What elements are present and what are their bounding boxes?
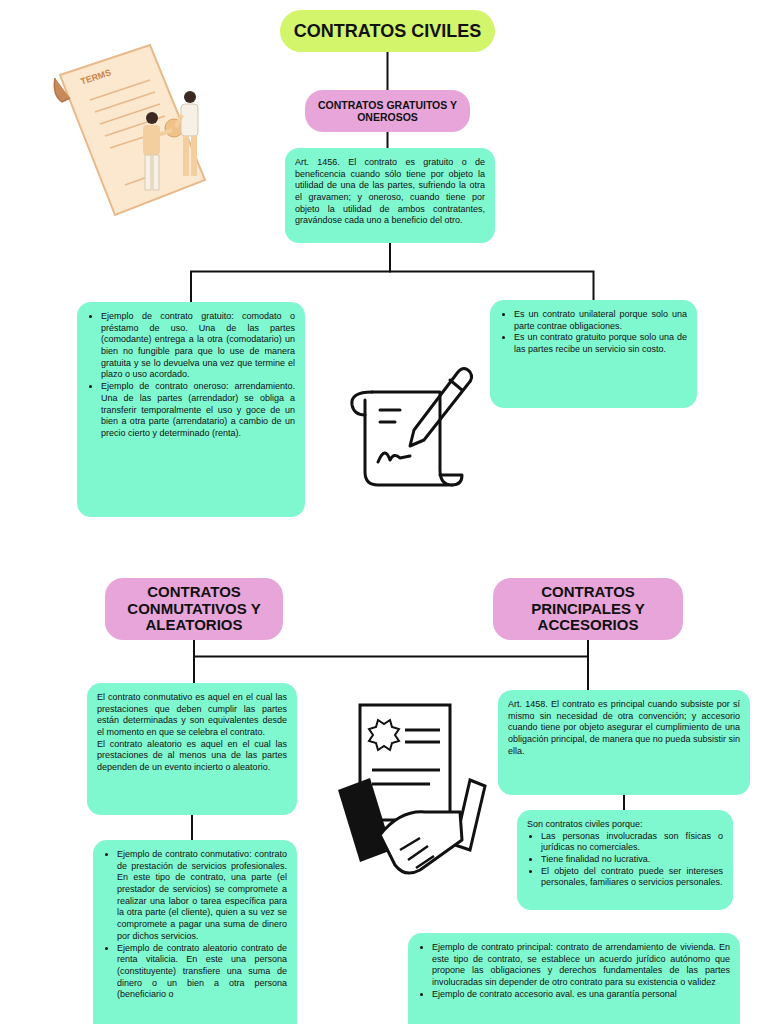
body-text: El objeto del contrato puede ser interes… <box>541 866 723 889</box>
connector-line <box>193 640 195 684</box>
connector-line <box>390 243 594 300</box>
body-text: Ejemplo de contrato principal: contrato … <box>432 942 730 989</box>
example-box: Ejemplo de contrato conmutativo: contrat… <box>93 840 297 1024</box>
heading-text: CONTRATOS PRINCIPALES Y ACCESORIOS <box>505 584 671 634</box>
body-text: Art. 1458. El contrato es principal cuan… <box>508 699 740 757</box>
body-text: Ejemplo de contrato gratuito: comodato o… <box>101 311 295 381</box>
heading-text: CONTRATOS CIVILES <box>292 21 483 42</box>
body-text: El contrato conmutativo es aquel en el c… <box>97 692 287 739</box>
definition-box: El contrato conmutativo es aquel en el c… <box>87 683 297 815</box>
article-box: Art. 1456. El contrato es gratuito o de … <box>285 148 495 243</box>
connector-line <box>191 243 390 302</box>
heading-text: CONTRATOS CONMUTATIVOS Y ALEATORIOS <box>117 584 271 634</box>
connector-line <box>587 640 589 691</box>
body-text: El contrato aleatorio es aquel en el cua… <box>97 739 287 774</box>
heading-pill: CONTRATOS PRINCIPALES Y ACCESORIOS <box>493 578 683 640</box>
heading-pill: CONTRATOS GRATUITOS Y ONEROSOS <box>305 90 470 132</box>
connector-line <box>387 132 389 148</box>
handshake-certificate-icon <box>338 705 485 873</box>
connector-line <box>191 815 193 840</box>
heading-pill: CONTRATOS CONMUTATIVOS Y ALEATORIOS <box>105 578 283 640</box>
example-box: Ejemplo de contrato principal: contrato … <box>408 933 740 1024</box>
note-box: Es un contrato unilateral porque solo un… <box>490 300 697 408</box>
body-text: Tiene finalidad no lucrativa. <box>541 854 723 866</box>
body-text: Ejemplo de contrato oneroso: arrendamien… <box>101 381 295 439</box>
note-box: Son contratos civiles porque:Las persona… <box>517 810 733 910</box>
body-text: Es un contrato unilateral porque solo un… <box>514 309 687 332</box>
connector-line <box>387 52 389 90</box>
title-pill: CONTRATOS CIVILES <box>280 10 495 52</box>
body-text: Ejemplo de contrato conmutativo: contrat… <box>117 849 287 943</box>
connector-line <box>194 640 588 657</box>
article-box: Art. 1458. El contrato es principal cuan… <box>498 690 750 795</box>
contract-illustration <box>54 45 205 215</box>
body-text: Es un contrato gratuito porque solo una … <box>514 332 687 355</box>
body-text: Art. 1456. El contrato es gratuito o de … <box>295 157 485 227</box>
body-text: Ejemplo de contrato aleatorio contrato d… <box>117 943 287 1001</box>
example-box: Ejemplo de contrato gratuito: comodato o… <box>77 302 305 517</box>
heading-text: CONTRATOS GRATUITOS Y ONEROSOS <box>317 99 458 123</box>
body-text: Ejemplo de contrato accesorio aval. es u… <box>432 989 730 1001</box>
body-text: Las personas involucradas son físicas o … <box>541 831 723 854</box>
body-text: Son contratos civiles porque: <box>527 819 723 831</box>
pen-scroll-icon <box>352 369 472 486</box>
connector-line <box>623 795 625 810</box>
